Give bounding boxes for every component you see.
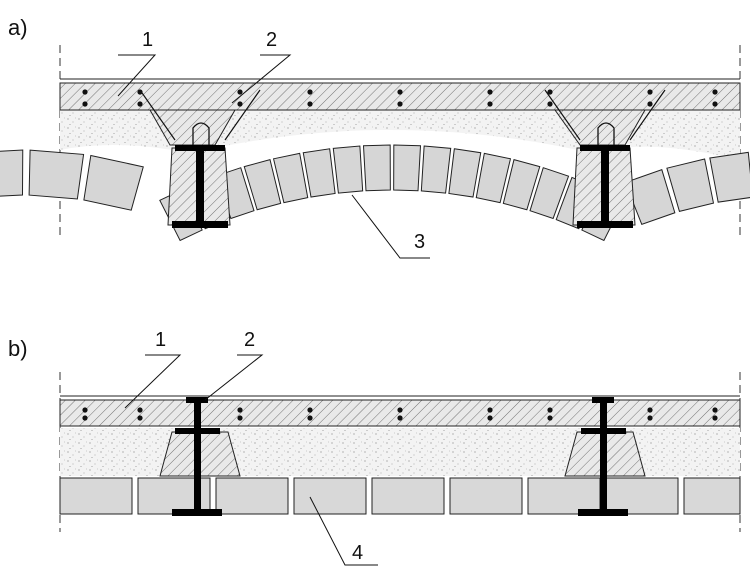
panel-b: [59, 354, 741, 566]
arch-brick: [709, 151, 750, 203]
brick-arch: [0, 144, 750, 242]
ceiling-brick: [527, 477, 601, 515]
rebar-dot: [397, 415, 403, 421]
rebar-dot: [547, 407, 553, 413]
rebar-dot: [307, 101, 313, 107]
callout-1-leader: [124, 354, 182, 409]
callout-b-1: 1: [155, 329, 167, 351]
concrete-slab: [59, 399, 741, 427]
arch-brick: [393, 144, 422, 192]
rebar-dot: [712, 415, 718, 421]
diag-bars-left: [139, 89, 261, 141]
hook-left: [192, 122, 210, 145]
rebar-dot: [547, 101, 553, 107]
arch-brick: [362, 144, 391, 192]
rebar-dot: [137, 101, 143, 107]
steel-beam-left: [172, 397, 222, 516]
rebar-dot: [237, 101, 243, 107]
rebar-dot: [487, 415, 493, 421]
steel-beam-right: [577, 145, 633, 228]
rebar-dot: [82, 415, 88, 421]
arch-brick: [624, 169, 676, 225]
rebar-dot: [237, 415, 243, 421]
callout-b-4: 4: [352, 542, 364, 564]
steel-beam-right: [578, 397, 628, 516]
ceiling-brick: [59, 477, 133, 515]
rebar-dot: [487, 89, 493, 95]
rebar-dot: [82, 407, 88, 413]
arch-brick: [666, 158, 715, 213]
ceiling-brick: [683, 477, 741, 515]
rebar-dot: [307, 89, 313, 95]
rebar-dots: [82, 407, 718, 421]
panel-a-label: a): [8, 15, 28, 40]
arch-brick: [420, 145, 452, 194]
arch-brick: [83, 154, 144, 211]
rebar-dot: [487, 407, 493, 413]
callout-3-leader: [351, 194, 430, 259]
callout-a-2: 2: [266, 29, 278, 51]
ceiling-brick: [215, 477, 289, 515]
panel-a: [0, 45, 750, 259]
rebar-dot: [137, 415, 143, 421]
callout-1-leader: [117, 54, 157, 97]
rebar-dot: [712, 101, 718, 107]
ceiling-brick: [371, 477, 445, 515]
arch-brick: [302, 148, 336, 198]
rebar-dot: [237, 407, 243, 413]
callout-a-3: 3: [414, 231, 426, 253]
arch-brick: [272, 152, 309, 204]
rebar-dot: [547, 89, 553, 95]
arch-brick: [243, 159, 282, 211]
rebar-dot: [397, 89, 403, 95]
rebar-dot: [237, 89, 243, 95]
steel-beam-left: [172, 145, 228, 228]
rebar-dot: [647, 89, 653, 95]
rebar-dot: [82, 89, 88, 95]
rebar-dot: [647, 101, 653, 107]
callout-2-leader: [231, 54, 292, 104]
rebar-dot: [547, 415, 553, 421]
hook-right: [597, 122, 615, 145]
arch-brick: [448, 148, 482, 198]
rebar-dot: [397, 101, 403, 107]
diag-bars-right: [544, 89, 666, 141]
rebar-dot: [82, 101, 88, 107]
arch-brick: [0, 149, 24, 197]
rebar-dot: [647, 407, 653, 413]
arch-brick: [332, 145, 364, 194]
rebar-dot: [712, 407, 718, 413]
arch-brick: [475, 152, 512, 204]
rebar-dot: [487, 101, 493, 107]
rebar-dot: [712, 89, 718, 95]
arch-brick: [529, 167, 570, 220]
rebar-dot: [307, 407, 313, 413]
rebar-dot: [137, 407, 143, 413]
rebar-dot: [307, 415, 313, 421]
ceiling-brick: [449, 477, 523, 515]
rebar-dot: [647, 415, 653, 421]
callout-b-2: 2: [244, 329, 256, 351]
ceiling-bricks: [59, 477, 741, 515]
callout-a-1: 1: [142, 29, 154, 51]
ceiling-brick: [605, 477, 679, 515]
arch-brick: [502, 159, 541, 211]
rebar-dots: [82, 89, 718, 107]
rebar-dot: [397, 407, 403, 413]
arch-brick: [28, 149, 85, 200]
rebar-dot: [137, 89, 143, 95]
ceiling-brick: [293, 477, 367, 515]
callout-2-leader: [204, 354, 264, 401]
panel-b-label: b): [8, 336, 28, 361]
callout-4-leader: [309, 496, 378, 566]
